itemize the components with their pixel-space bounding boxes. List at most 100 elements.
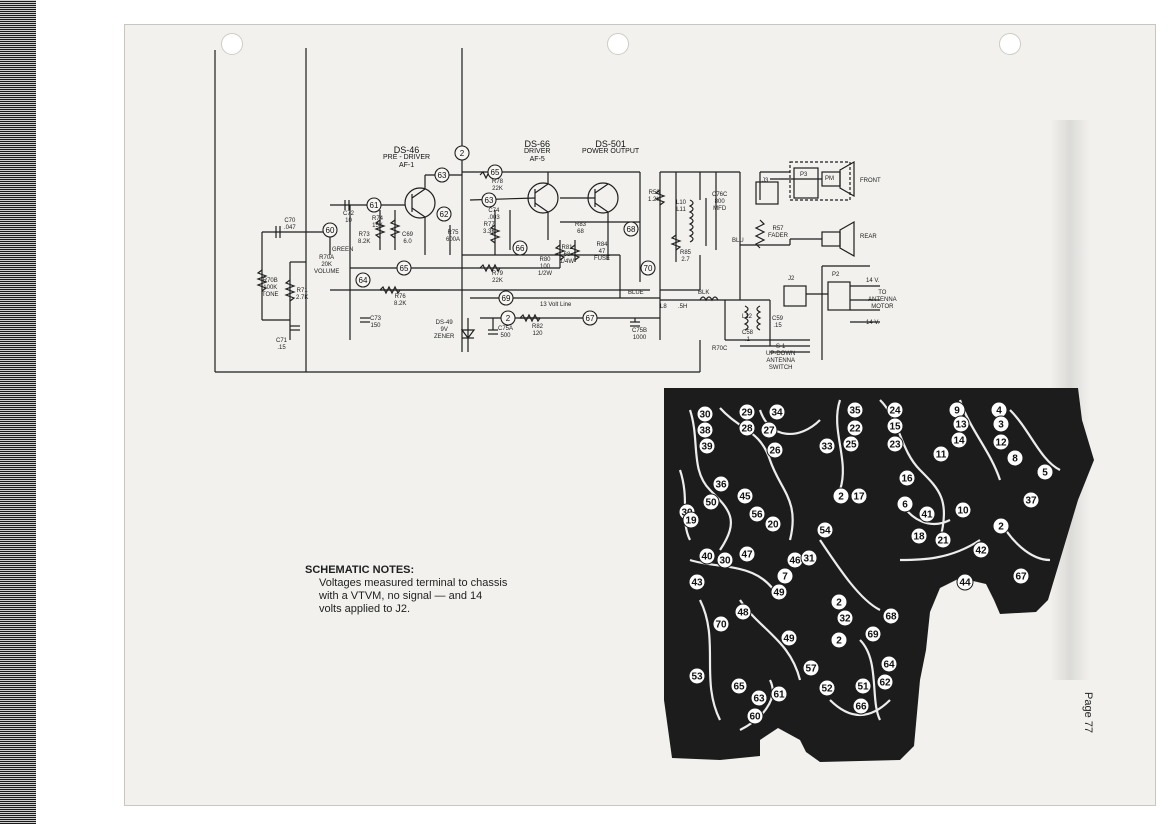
svg-text:61: 61 bbox=[773, 690, 785, 701]
component-label: C59 .15 bbox=[772, 316, 784, 329]
test-point: 65 bbox=[487, 164, 503, 180]
svg-text:64: 64 bbox=[359, 276, 368, 285]
pcb-pad-label: 19 bbox=[682, 511, 700, 529]
stage-label-ds501: DS-501 POWER OUTPUT bbox=[582, 139, 640, 156]
pcb-pad-label: 66 bbox=[852, 697, 870, 715]
pcb-pad-label: 62 bbox=[876, 673, 894, 691]
component-label: R85 2.7 bbox=[680, 250, 692, 263]
component-label: J2 bbox=[788, 276, 795, 282]
svg-text:57: 57 bbox=[805, 664, 817, 675]
svg-text:70: 70 bbox=[715, 620, 727, 631]
component-label: L12 bbox=[742, 314, 753, 320]
svg-text:30: 30 bbox=[719, 556, 731, 567]
pcb-pad-label: 9 bbox=[948, 401, 966, 419]
svg-text:10: 10 bbox=[957, 506, 969, 517]
pcb-pad-label: 21 bbox=[934, 531, 952, 549]
pcb-pad-label: 3 bbox=[992, 415, 1010, 433]
component-label: BLUE bbox=[628, 290, 644, 296]
svg-text:60: 60 bbox=[326, 226, 335, 235]
svg-text:7: 7 bbox=[782, 572, 788, 583]
svg-text:9: 9 bbox=[954, 406, 960, 417]
component-label: C69 6.0 bbox=[402, 232, 414, 245]
svg-text:60: 60 bbox=[749, 712, 761, 723]
svg-text:2: 2 bbox=[836, 636, 842, 647]
notes-line: with a VTVM, no signal — and 14 bbox=[319, 590, 483, 602]
svg-text:2: 2 bbox=[506, 314, 511, 323]
pcb-pad-label: 49 bbox=[770, 583, 788, 601]
pcb-pad-label: 16 bbox=[898, 469, 916, 487]
svg-text:14: 14 bbox=[953, 436, 965, 447]
component-label: S-1 UP-DOWN ANTENNA SWITCH bbox=[766, 344, 796, 371]
pcb-pad-label: 30 bbox=[696, 405, 714, 423]
pcb-pad-label: 17 bbox=[850, 487, 868, 505]
svg-text:65: 65 bbox=[400, 264, 409, 273]
component-label: R82 120 bbox=[532, 324, 544, 337]
svg-text:37: 37 bbox=[1025, 496, 1037, 507]
pcb-pad-label: 32 bbox=[836, 609, 854, 627]
pcb-pad-label: 54 bbox=[816, 521, 834, 539]
pcb-pad-label: 63 bbox=[750, 689, 768, 707]
svg-text:68: 68 bbox=[885, 612, 897, 623]
pcb-pad-label: 60 bbox=[746, 707, 764, 725]
pcb-pad-label: 31 bbox=[800, 549, 818, 567]
component-label: 14 V. bbox=[866, 320, 880, 326]
svg-text:51: 51 bbox=[857, 682, 869, 693]
svg-text:62: 62 bbox=[879, 678, 891, 689]
pcb-pad-label: 61 bbox=[770, 685, 788, 703]
pcb-board bbox=[664, 388, 1094, 762]
pcb-pad-label: 57 bbox=[802, 659, 820, 677]
pcb-pad-label: 18 bbox=[910, 527, 928, 545]
svg-text:35: 35 bbox=[849, 406, 861, 417]
pcb-pad-label: 15 bbox=[886, 417, 904, 435]
binder-hole bbox=[999, 33, 1021, 55]
svg-text:56: 56 bbox=[751, 510, 763, 521]
svg-text:26: 26 bbox=[769, 446, 781, 457]
binder-hole bbox=[607, 33, 629, 55]
svg-text:25: 25 bbox=[845, 440, 857, 451]
svg-text:28: 28 bbox=[741, 424, 753, 435]
svg-text:27: 27 bbox=[763, 426, 775, 437]
svg-text:69: 69 bbox=[502, 294, 511, 303]
component-label: C76C 800 MFD bbox=[712, 192, 728, 212]
component-label: R75 600A bbox=[446, 230, 461, 243]
test-point: 65 bbox=[396, 260, 412, 276]
component-label: R70A 20K VOLUME bbox=[314, 255, 340, 275]
component-label: R74 15K bbox=[372, 216, 384, 229]
pcb-pad-label: 50 bbox=[702, 493, 720, 511]
component-label: R78 22K bbox=[492, 179, 504, 192]
svg-text:67: 67 bbox=[586, 314, 595, 323]
svg-text:19: 19 bbox=[685, 516, 697, 527]
svg-text:67: 67 bbox=[1015, 572, 1027, 583]
component-label: GREEN bbox=[332, 247, 354, 253]
svg-text:23: 23 bbox=[889, 440, 901, 451]
component-label: R57 FADER bbox=[768, 226, 789, 239]
pcb-pad-label: 30 bbox=[716, 551, 734, 569]
pcb-pad-label: 51 bbox=[854, 677, 872, 695]
component-label: BLU bbox=[732, 238, 744, 244]
stage-label-ds66: DS-66 DRIVER AF-5 bbox=[524, 139, 551, 164]
component-label: C75B 1000 bbox=[632, 328, 648, 341]
pcb-pad-label: 10 bbox=[954, 501, 972, 519]
test-point: 62 bbox=[436, 206, 452, 222]
svg-text:13: 13 bbox=[955, 420, 967, 431]
pcb-pad-label: 2 bbox=[832, 487, 850, 505]
svg-text:63: 63 bbox=[753, 694, 765, 705]
svg-text:69: 69 bbox=[867, 630, 879, 641]
pcb-pad-label: 13 bbox=[952, 415, 970, 433]
pcb-pad-label: 52 bbox=[818, 679, 836, 697]
component-label: C70 .047 bbox=[284, 218, 296, 231]
svg-text:50: 50 bbox=[705, 498, 717, 509]
pcb-pad-label: 65 bbox=[730, 677, 748, 695]
component-label: R70B 100K TONE bbox=[262, 278, 279, 298]
svg-text:11: 11 bbox=[936, 450, 947, 461]
component-label: R76 8.2K bbox=[394, 294, 407, 307]
component-label: R73 8.2K bbox=[358, 232, 371, 245]
svg-text:63: 63 bbox=[485, 196, 494, 205]
pcb-pad-label: 36 bbox=[712, 475, 730, 493]
svg-text:45: 45 bbox=[739, 492, 751, 503]
component-label: L10 L11 bbox=[676, 200, 687, 213]
test-point: 66 bbox=[512, 240, 528, 256]
pcb-pad-label: 70 bbox=[712, 615, 730, 633]
